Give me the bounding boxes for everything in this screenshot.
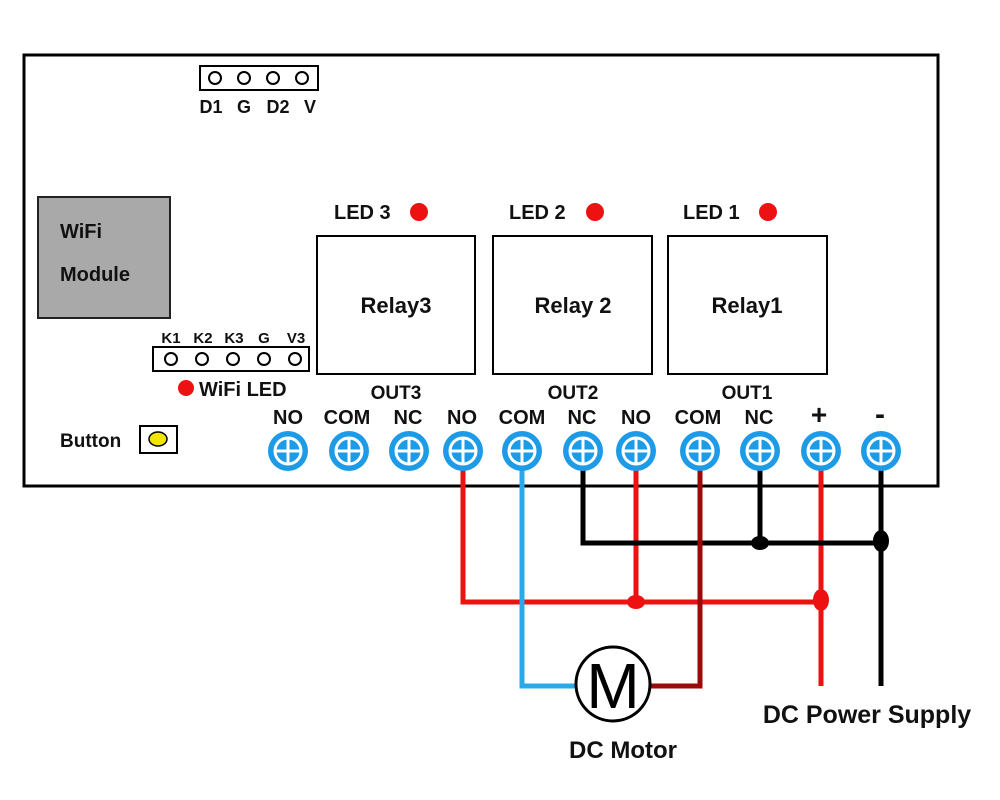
button-label: Button [60,431,121,452]
wire-darkred-com1 [650,456,703,689]
pin-label-k2: K2 [193,330,212,347]
led-3-label: LED 3 [334,202,391,224]
terminal-label-nc3: NC [394,407,423,429]
screw-terminal-positive-icon [801,431,841,471]
pin-hole [226,352,240,366]
pin-hole [266,71,280,85]
wiring [460,456,889,689]
screw-terminal-no3-icon [268,431,308,471]
screw-terminal-com1-icon [680,431,720,471]
relay-2-box [492,235,653,375]
push-button-frame[interactable] [139,425,178,454]
k-pin-header: K1 K2 K3 G V3 [152,330,310,372]
screw-terminal-negative-icon [861,431,901,471]
wire-black-nc2 [580,456,881,546]
wifi-module-line2: Module [60,264,130,286]
pin-hole [288,352,302,366]
pin-label-g2: G [258,330,270,347]
relay-1-box [667,235,828,375]
led-1-indicator [759,203,777,221]
screw-terminals [268,431,901,471]
relay-2-group: LED 2 Relay 2 OUT2 [492,202,653,404]
terminal-label-com1: COM [675,407,722,429]
pin-hole [295,71,309,85]
pin-hole [257,352,271,366]
out-3-label: OUT3 [371,383,422,404]
junction-dot [873,530,889,552]
terminal-label-negative: - [875,398,885,431]
motor-symbol: M [586,650,639,722]
led-2-indicator [586,203,604,221]
dc-motor: M DC Motor [569,645,677,764]
wifi-module: WiFi Module [37,196,171,319]
push-button-cap[interactable] [148,431,168,447]
pin-label-g: G [237,97,251,117]
junction-dot [751,536,769,550]
screw-terminal-nc1-icon [740,431,780,471]
motor-icon [574,645,652,723]
pin-label-d2: D2 [266,97,289,117]
junction-dot [627,595,645,609]
out-2-label: OUT2 [548,383,599,404]
terminal-label-positive: + [811,399,827,430]
led-2-label: LED 2 [509,202,566,224]
top-pin-header: D1 G D2 V [199,65,319,117]
screw-terminal-nc2-icon [563,431,603,471]
wifi-led-label: WiFi LED [199,379,287,401]
screw-terminal-com2-icon [502,431,542,471]
screw-terminal-com3-icon [329,431,369,471]
screw-terminal-nc3-icon [389,431,429,471]
pin-hole [237,71,251,85]
terminal-label-com2: COM [499,407,546,429]
terminal-label-no2: NO [447,407,477,429]
terminal-label-nc2: NC [568,407,597,429]
out-1-label: OUT1 [722,383,773,404]
wifi-module-box [37,196,171,319]
terminal-label-com3: COM [324,407,371,429]
screw-terminal-no1-icon [616,431,656,471]
relay-2-label: Relay 2 [534,293,611,318]
screw-terminal-no2-icon [443,431,483,471]
pin-hole [164,352,178,366]
relay-3-group: LED 3 Relay3 OUT3 [316,202,476,404]
terminal-label-nc1: NC [745,407,774,429]
wifi-module-line1: WiFi [60,221,102,243]
pin-label-k1: K1 [161,330,180,347]
pin-label-d1: D1 [199,97,222,117]
terminal-labels: NO COM NC NO COM NC NO COM NC + - [273,398,885,431]
relay-3-box [316,235,476,375]
wire-blue-com2 [519,456,577,689]
led-3-indicator [410,203,428,221]
pin-label-v3: V3 [287,330,305,347]
relay-1-group: LED 1 Relay1 OUT1 [667,202,828,404]
pin-hole [208,71,222,85]
relay-3-label: Relay3 [361,293,432,318]
dc-motor-label: DC Motor [569,737,677,764]
dc-power-supply-label: DC Power Supply [763,701,971,729]
pin-label-v: V [304,97,316,117]
terminal-label-no1: NO [621,407,651,429]
pin-label-k3: K3 [224,330,243,347]
terminal-label-no3: NO [273,407,303,429]
pin-hole [195,352,209,366]
relay-1-label: Relay1 [712,293,783,318]
wifi-led-indicator [178,380,194,396]
junction-dot [813,589,829,611]
led-1-label: LED 1 [683,202,740,224]
